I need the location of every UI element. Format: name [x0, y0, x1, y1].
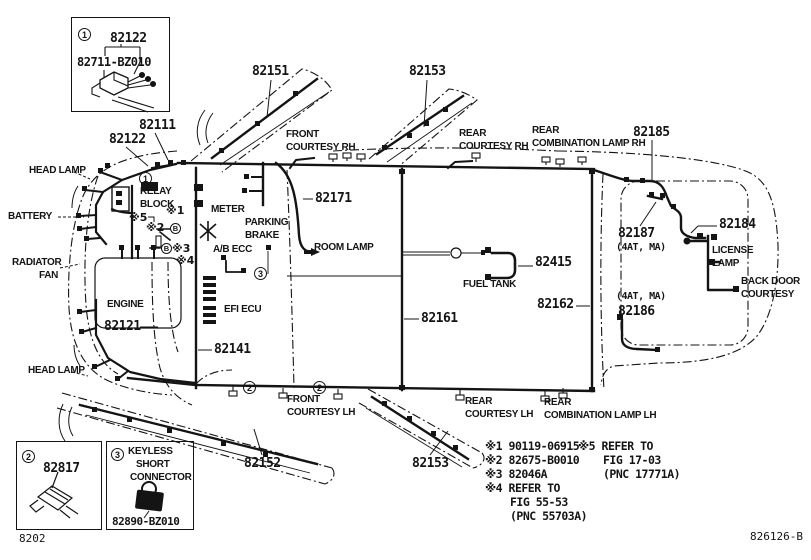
- inset-box-82122: 1 82122 82711-BZ010: [71, 17, 170, 112]
- marker-5: ※5: [129, 211, 148, 224]
- comp-head-lamp-top: HEAD LAMP: [29, 165, 86, 176]
- comp-front-courtesy-rh-1: FRONT: [286, 129, 319, 140]
- comp-head-lamp-bottom: HEAD LAMP: [28, 365, 85, 376]
- part-82415: 82415: [535, 255, 572, 270]
- legend-ref1: ※1 90119-06915: [485, 439, 580, 453]
- comp-fan: FAN: [39, 270, 59, 281]
- part-82186: 82186: [618, 304, 655, 319]
- part-82184: 82184: [719, 217, 756, 232]
- comp-rear-comb-rh-1: REAR: [532, 125, 560, 136]
- part-82122: 82122: [109, 132, 146, 147]
- part-82162: 82162: [537, 297, 574, 312]
- legend-ref4b: FIG 55-53: [510, 495, 568, 509]
- inset-box3-art: [135, 481, 164, 519]
- comp-room-lamp: ROOM LAMP: [314, 242, 374, 253]
- part-82187: 82187: [618, 226, 655, 241]
- efi-ecu-connectors: [203, 276, 216, 324]
- wire-harness-lines: [77, 77, 736, 466]
- legend-ref5a: ※5 REFER TO: [578, 439, 653, 453]
- comp-rear-courtesy-lh-1: REAR: [465, 396, 493, 407]
- marker-3: ※3: [172, 242, 191, 255]
- inset-box3-title-line1: KEYLESS: [128, 446, 173, 457]
- inset-box1-sub-part-number: 82711-BZ010: [77, 55, 151, 69]
- circled-b-upper: B: [170, 223, 181, 234]
- component-blocks: [94, 182, 217, 329]
- part-82152: 82152: [244, 456, 281, 471]
- part-82111: 82111: [139, 118, 176, 133]
- comp-rear-courtesy-rh-2: COURTESY RH: [459, 141, 529, 152]
- inset-box3-title-line2: SHORT: [136, 459, 170, 470]
- circled-2-left: 2: [243, 381, 256, 394]
- comp-back-door-2: COURTESY: [741, 289, 795, 300]
- body-details: [58, 109, 214, 442]
- comp-engine: ENGINE: [107, 299, 144, 310]
- inset-box-keyless-short-connector: 3 KEYLESS SHORT CONNECTOR 82890-BZ010: [106, 441, 194, 530]
- legend-ref5b: FIG 17-03: [603, 453, 661, 467]
- comp-relay: RELAY: [140, 186, 172, 197]
- comp-front-courtesy-lh-2: COURTESY LH: [287, 407, 356, 418]
- connector-squares: [76, 91, 739, 457]
- circled-b-lower: B: [161, 243, 172, 254]
- comp-fuel-tank: FUEL TANK: [463, 279, 517, 290]
- page-code-left: 8202: [19, 532, 46, 545]
- comp-rear-comb-lh-1: REAR: [544, 397, 572, 408]
- part-82153-top: 82153: [409, 64, 446, 79]
- splice-star: [199, 221, 217, 241]
- inset-box3-part-number: 82890-BZ010: [112, 515, 180, 528]
- inset-box-82817: 2 82817: [16, 441, 102, 530]
- comp-rear-courtesy-lh-2: COURTESY LH: [465, 409, 534, 420]
- figure-code-right: 826126-B: [750, 530, 803, 543]
- circled-2-right: 2: [313, 381, 326, 394]
- part-82161: 82161: [421, 311, 458, 326]
- legend-ref3: ※3 82046A: [485, 467, 548, 481]
- comp-ab-ecc: A/B ECC: [213, 244, 253, 255]
- clip-connectors: [155, 152, 587, 402]
- part-82141: 82141: [214, 342, 251, 357]
- comp-license-1: LICENSE: [712, 245, 754, 256]
- comp-rear-comb-rh-2: COMBINATION LAMP RH: [532, 138, 646, 149]
- comp-rear-courtesy-rh-1: REAR: [459, 128, 487, 139]
- part-82153-bottom: 82153: [412, 456, 449, 471]
- note-82186: (4AT, MA): [616, 291, 666, 302]
- comp-rear-comb-lh-2: COMBINATION LAMP LH: [544, 410, 657, 421]
- inset-box2-part-number: 82817: [43, 461, 80, 476]
- leader-lines: [58, 79, 717, 456]
- part-82171: 82171: [315, 191, 352, 206]
- comp-radiator: RADIATOR: [12, 257, 62, 268]
- inset-box1-part-number: 82122: [110, 31, 147, 46]
- comp-front-courtesy-rh-2: COURTESY RH: [286, 142, 356, 153]
- comp-parking: PARKING: [245, 217, 289, 228]
- legend-ref4a: ※4 REFER TO: [485, 481, 560, 495]
- comp-block: BLOCK: [140, 199, 175, 210]
- inset-box3-title-line3: CONNECTOR: [130, 472, 192, 483]
- comp-license-2: LAMP: [712, 258, 740, 269]
- comp-brake: BRAKE: [245, 230, 280, 241]
- comp-back-door-1: BACK DOOR: [741, 276, 800, 287]
- legend-ref5c: (PNC 17771A): [603, 467, 681, 481]
- inset-box2-art: [29, 471, 79, 519]
- legend-ref2: ※2 82675-B0010: [485, 453, 580, 467]
- inset-box1-circled-number: 1: [78, 28, 91, 41]
- part-82151: 82151: [252, 64, 289, 79]
- inset-box1-art: [91, 44, 157, 113]
- comp-efi-ecu: EFI ECU: [224, 304, 262, 315]
- note-82187: (4AT, MA): [616, 242, 666, 253]
- part-82185: 82185: [633, 125, 670, 140]
- circled-3-parking: 3: [254, 267, 267, 280]
- part-82121: 82121: [104, 319, 141, 334]
- thin-wires: [85, 91, 481, 474]
- marker-4: ※4: [176, 254, 195, 267]
- marker-1: ※1: [166, 204, 185, 217]
- circled-1-relay: 1: [139, 172, 152, 185]
- vehicle-outline: [56, 68, 779, 485]
- comp-meter: METER: [211, 204, 245, 215]
- marker-2: ※2: [146, 221, 165, 234]
- comp-front-courtesy-lh-1: FRONT: [287, 394, 320, 405]
- inset-box3-circled-number: 3: [111, 448, 124, 461]
- comp-battery: BATTERY: [8, 211, 53, 222]
- inset-box2-circled-number: 2: [22, 450, 35, 463]
- legend-ref4c: (PNC 55703A): [510, 509, 588, 523]
